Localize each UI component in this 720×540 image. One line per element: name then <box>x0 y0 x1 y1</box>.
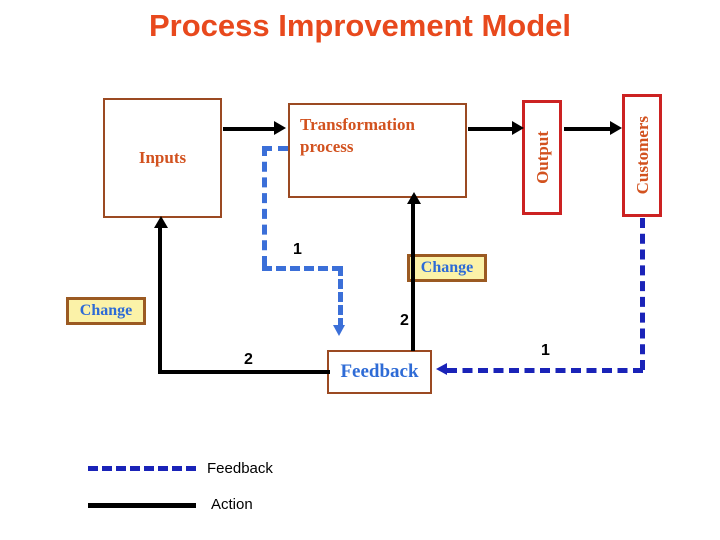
arrowhead-right-icon <box>610 121 622 135</box>
node-feedback-label: Feedback <box>340 361 419 382</box>
node-inputs-label: Inputs <box>138 148 187 167</box>
legend-swatch-action <box>88 503 196 508</box>
node-transformation-process[interactable]: Transformation process <box>288 103 467 198</box>
node-customers[interactable]: Customers <box>622 94 662 217</box>
action-arrow-feedback-to-transformation <box>411 203 415 351</box>
action-arrow-feedback-to-inputs-vertical <box>158 228 162 372</box>
feedback-dash-loop1-horizontal <box>262 266 342 271</box>
node-customers-label: Customers <box>632 116 652 195</box>
arrowhead-up-icon <box>407 192 421 204</box>
action-arrow-feedback-to-inputs-horizontal <box>158 370 330 374</box>
node-feedback[interactable]: Feedback <box>327 350 432 394</box>
arrowhead-up-icon <box>154 216 168 228</box>
page-title: Process Improvement Model <box>148 8 572 43</box>
action-arrow-output-to-customers <box>564 127 616 131</box>
node-transformation-process-label: Transformation process <box>300 115 415 156</box>
action-arrow-inputs-to-transformation <box>223 127 277 131</box>
action-arrow-transformation-to-output <box>468 127 518 131</box>
edge-label-loop1-outer: 1 <box>541 342 550 359</box>
node-inputs[interactable]: Inputs <box>103 98 222 218</box>
node-change-left-label: Change <box>79 302 133 319</box>
arrowhead-right-icon <box>274 121 286 135</box>
legend-swatch-feedback <box>88 466 196 471</box>
legend-label-action: Action <box>211 496 253 513</box>
arrowhead-left-icon <box>436 363 447 375</box>
node-output-label: Output <box>532 131 552 184</box>
feedback-dash-transformation-tap <box>262 146 288 151</box>
node-change-right[interactable]: Change <box>407 254 487 282</box>
edge-label-loop2-inner: 2 <box>400 312 409 329</box>
edge-label-loop1-inner: 1 <box>293 241 302 258</box>
node-change-right-label: Change <box>420 259 474 276</box>
feedback-dash-loop1-vertical-left <box>262 146 267 266</box>
node-change-left[interactable]: Change <box>66 297 146 325</box>
feedback-dash-customers-vertical <box>640 218 645 370</box>
feedback-dash-customers-to-feedback <box>447 368 643 373</box>
node-output[interactable]: Output <box>522 100 562 215</box>
arrowhead-right-icon <box>512 121 524 135</box>
edge-label-loop2-outer: 2 <box>244 351 253 368</box>
arrowhead-down-icon <box>333 325 345 336</box>
feedback-dash-loop1-vertical-right <box>338 266 343 328</box>
legend-label-feedback: Feedback <box>207 460 273 477</box>
